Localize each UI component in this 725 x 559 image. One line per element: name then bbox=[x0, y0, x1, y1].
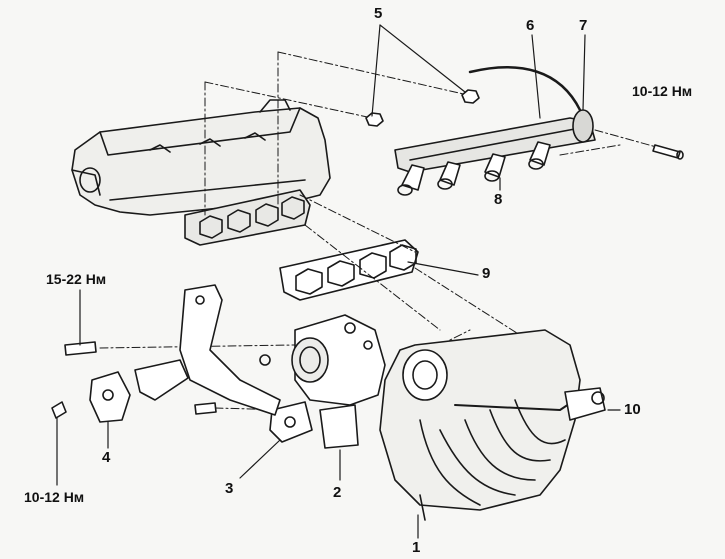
intake-gasket bbox=[279, 239, 419, 301]
bracket bbox=[134, 284, 281, 416]
callout-3: 3 bbox=[225, 480, 234, 497]
callout-5: 5 bbox=[374, 5, 383, 22]
callout-2: 2 bbox=[333, 484, 342, 501]
callout-7: 7 bbox=[579, 17, 588, 34]
throttle-body bbox=[291, 314, 386, 449]
fuel-rail bbox=[394, 66, 596, 196]
rail-bolt bbox=[652, 144, 684, 160]
nuts bbox=[365, 89, 480, 127]
throttle-sensor bbox=[269, 401, 313, 443]
bolts bbox=[51, 341, 217, 419]
callout-9: 9 bbox=[482, 265, 491, 282]
alignment-lines bbox=[99, 51, 661, 411]
callout-1: 1 bbox=[412, 539, 421, 556]
cylinder-head bbox=[71, 99, 331, 216]
callout-10: 10 bbox=[624, 401, 641, 418]
callout-6: 6 bbox=[526, 17, 535, 34]
callout-4: 4 bbox=[102, 449, 111, 466]
intake-manifold bbox=[379, 329, 581, 521]
callout-8: 8 bbox=[494, 191, 503, 208]
mount-block bbox=[89, 371, 131, 423]
idle-air-valve bbox=[564, 387, 606, 421]
torque-bracket-bolt: 15-22 Нм bbox=[46, 271, 107, 287]
torque-mount-bolt: 10-12 Нм bbox=[24, 489, 85, 505]
leader-lines bbox=[56, 24, 621, 539]
torque-rail-bolt: 10-12 Нм bbox=[632, 83, 693, 99]
